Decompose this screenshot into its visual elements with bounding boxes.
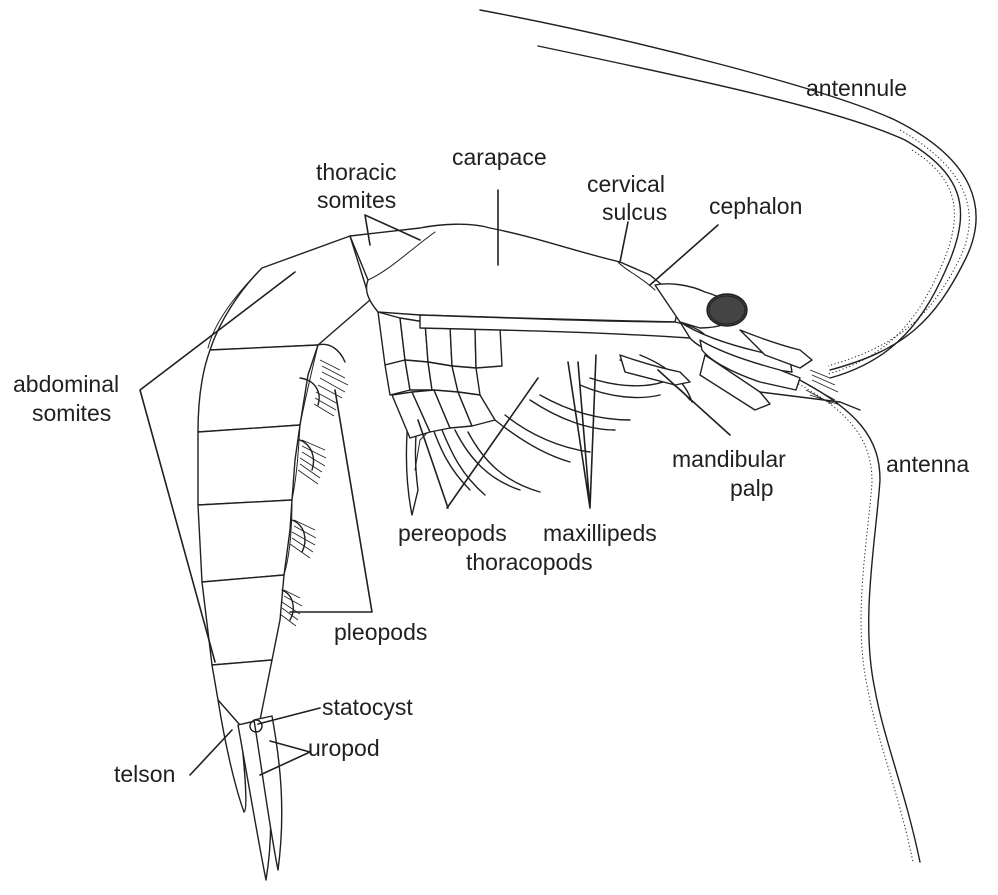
label-mandibular-1: mandibular [672, 446, 786, 472]
antenna-flagellum [790, 375, 920, 862]
label-uropod: uropod [308, 735, 380, 761]
label-antenna: antenna [886, 451, 969, 477]
label-maxillipeds: maxillipeds [543, 520, 657, 546]
label-cervical-2: sulcus [602, 199, 667, 225]
label-pleopods: pleopods [334, 619, 427, 645]
abdomen [198, 236, 370, 725]
label-cephalon: cephalon [709, 193, 802, 219]
label-pereopods: pereopods [398, 520, 507, 546]
label-mandibular-2: palp [730, 475, 773, 501]
label-thoracic-2: somites [317, 187, 396, 213]
thoracopod-segments [378, 312, 502, 438]
labels: antennule carapace thoracic somites cerv… [13, 75, 969, 787]
label-abdominal-2: somites [32, 400, 111, 426]
label-cervical-1: cervical [587, 171, 665, 197]
label-carapace: carapace [452, 144, 547, 170]
label-thoracopods: thoracopods [466, 549, 593, 575]
label-abdominal-1: abdominal [13, 371, 119, 397]
tail-fan [218, 700, 282, 880]
label-statocyst: statocyst [322, 694, 413, 720]
label-telson: telson [114, 761, 175, 787]
label-antennule: antennule [806, 75, 907, 101]
label-thoracic-1: thoracic [316, 159, 397, 185]
